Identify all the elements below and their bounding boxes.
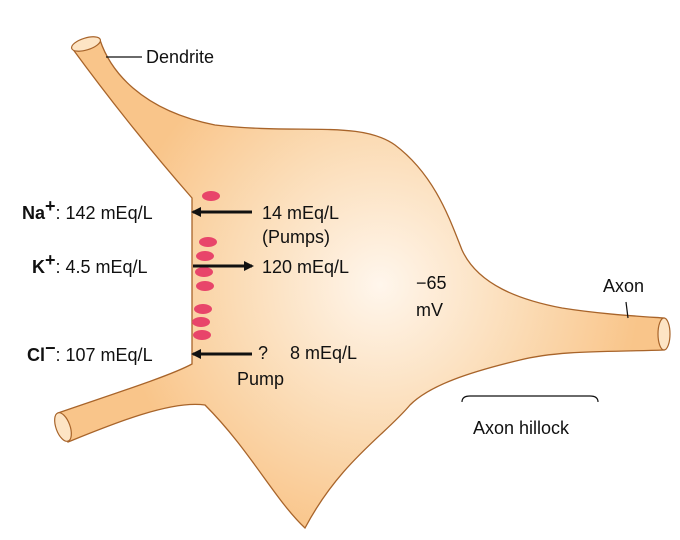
potassium-charge: + xyxy=(45,250,56,270)
chloride-pump-note: Pump xyxy=(237,369,284,389)
chloride-symbol: Cl xyxy=(27,345,45,365)
chloride-question-mark: ? xyxy=(258,343,268,363)
potassium-inside-concentration: 120 mEq/L xyxy=(262,257,349,277)
potassium-symbol: K xyxy=(32,257,45,277)
membrane-potential-value: −65 xyxy=(416,273,447,293)
ion-channel xyxy=(195,267,213,277)
axon-label: Axon xyxy=(603,276,644,296)
ion-channel xyxy=(202,191,220,201)
sodium-charge: + xyxy=(45,196,56,216)
chloride-outside-label: Cl−: 107 mEq/L xyxy=(27,338,153,365)
cell-body xyxy=(58,40,664,528)
axon-hillock-label: Axon hillock xyxy=(473,418,570,438)
axon-hillock-bracket xyxy=(462,396,598,402)
sodium-symbol: Na xyxy=(22,203,46,223)
potassium-outside-label: K+: 4.5 mEq/L xyxy=(32,250,148,277)
dendrite-label: Dendrite xyxy=(146,47,214,67)
sodium-outside-concentration: : 142 mEq/L xyxy=(56,203,153,223)
chloride-outside-concentration: : 107 mEq/L xyxy=(56,345,153,365)
ion-channel xyxy=(194,304,212,314)
chloride-inside-concentration: 8 mEq/L xyxy=(290,343,357,363)
ion-channel xyxy=(193,330,211,340)
ion-channel xyxy=(199,237,217,247)
potassium-outside-concentration: : 4.5 mEq/L xyxy=(56,257,148,277)
sodium-inside-concentration: 14 mEq/L xyxy=(262,203,339,223)
sodium-outside-label: Na+: 142 mEq/L xyxy=(22,196,153,223)
sodium-pumps-note: (Pumps) xyxy=(262,227,330,247)
ion-channel xyxy=(196,281,214,291)
ion-channel xyxy=(196,251,214,261)
membrane-potential-unit: mV xyxy=(416,300,443,320)
chloride-charge: − xyxy=(45,338,56,358)
axon-end xyxy=(658,318,670,350)
ion-channel xyxy=(192,317,210,327)
